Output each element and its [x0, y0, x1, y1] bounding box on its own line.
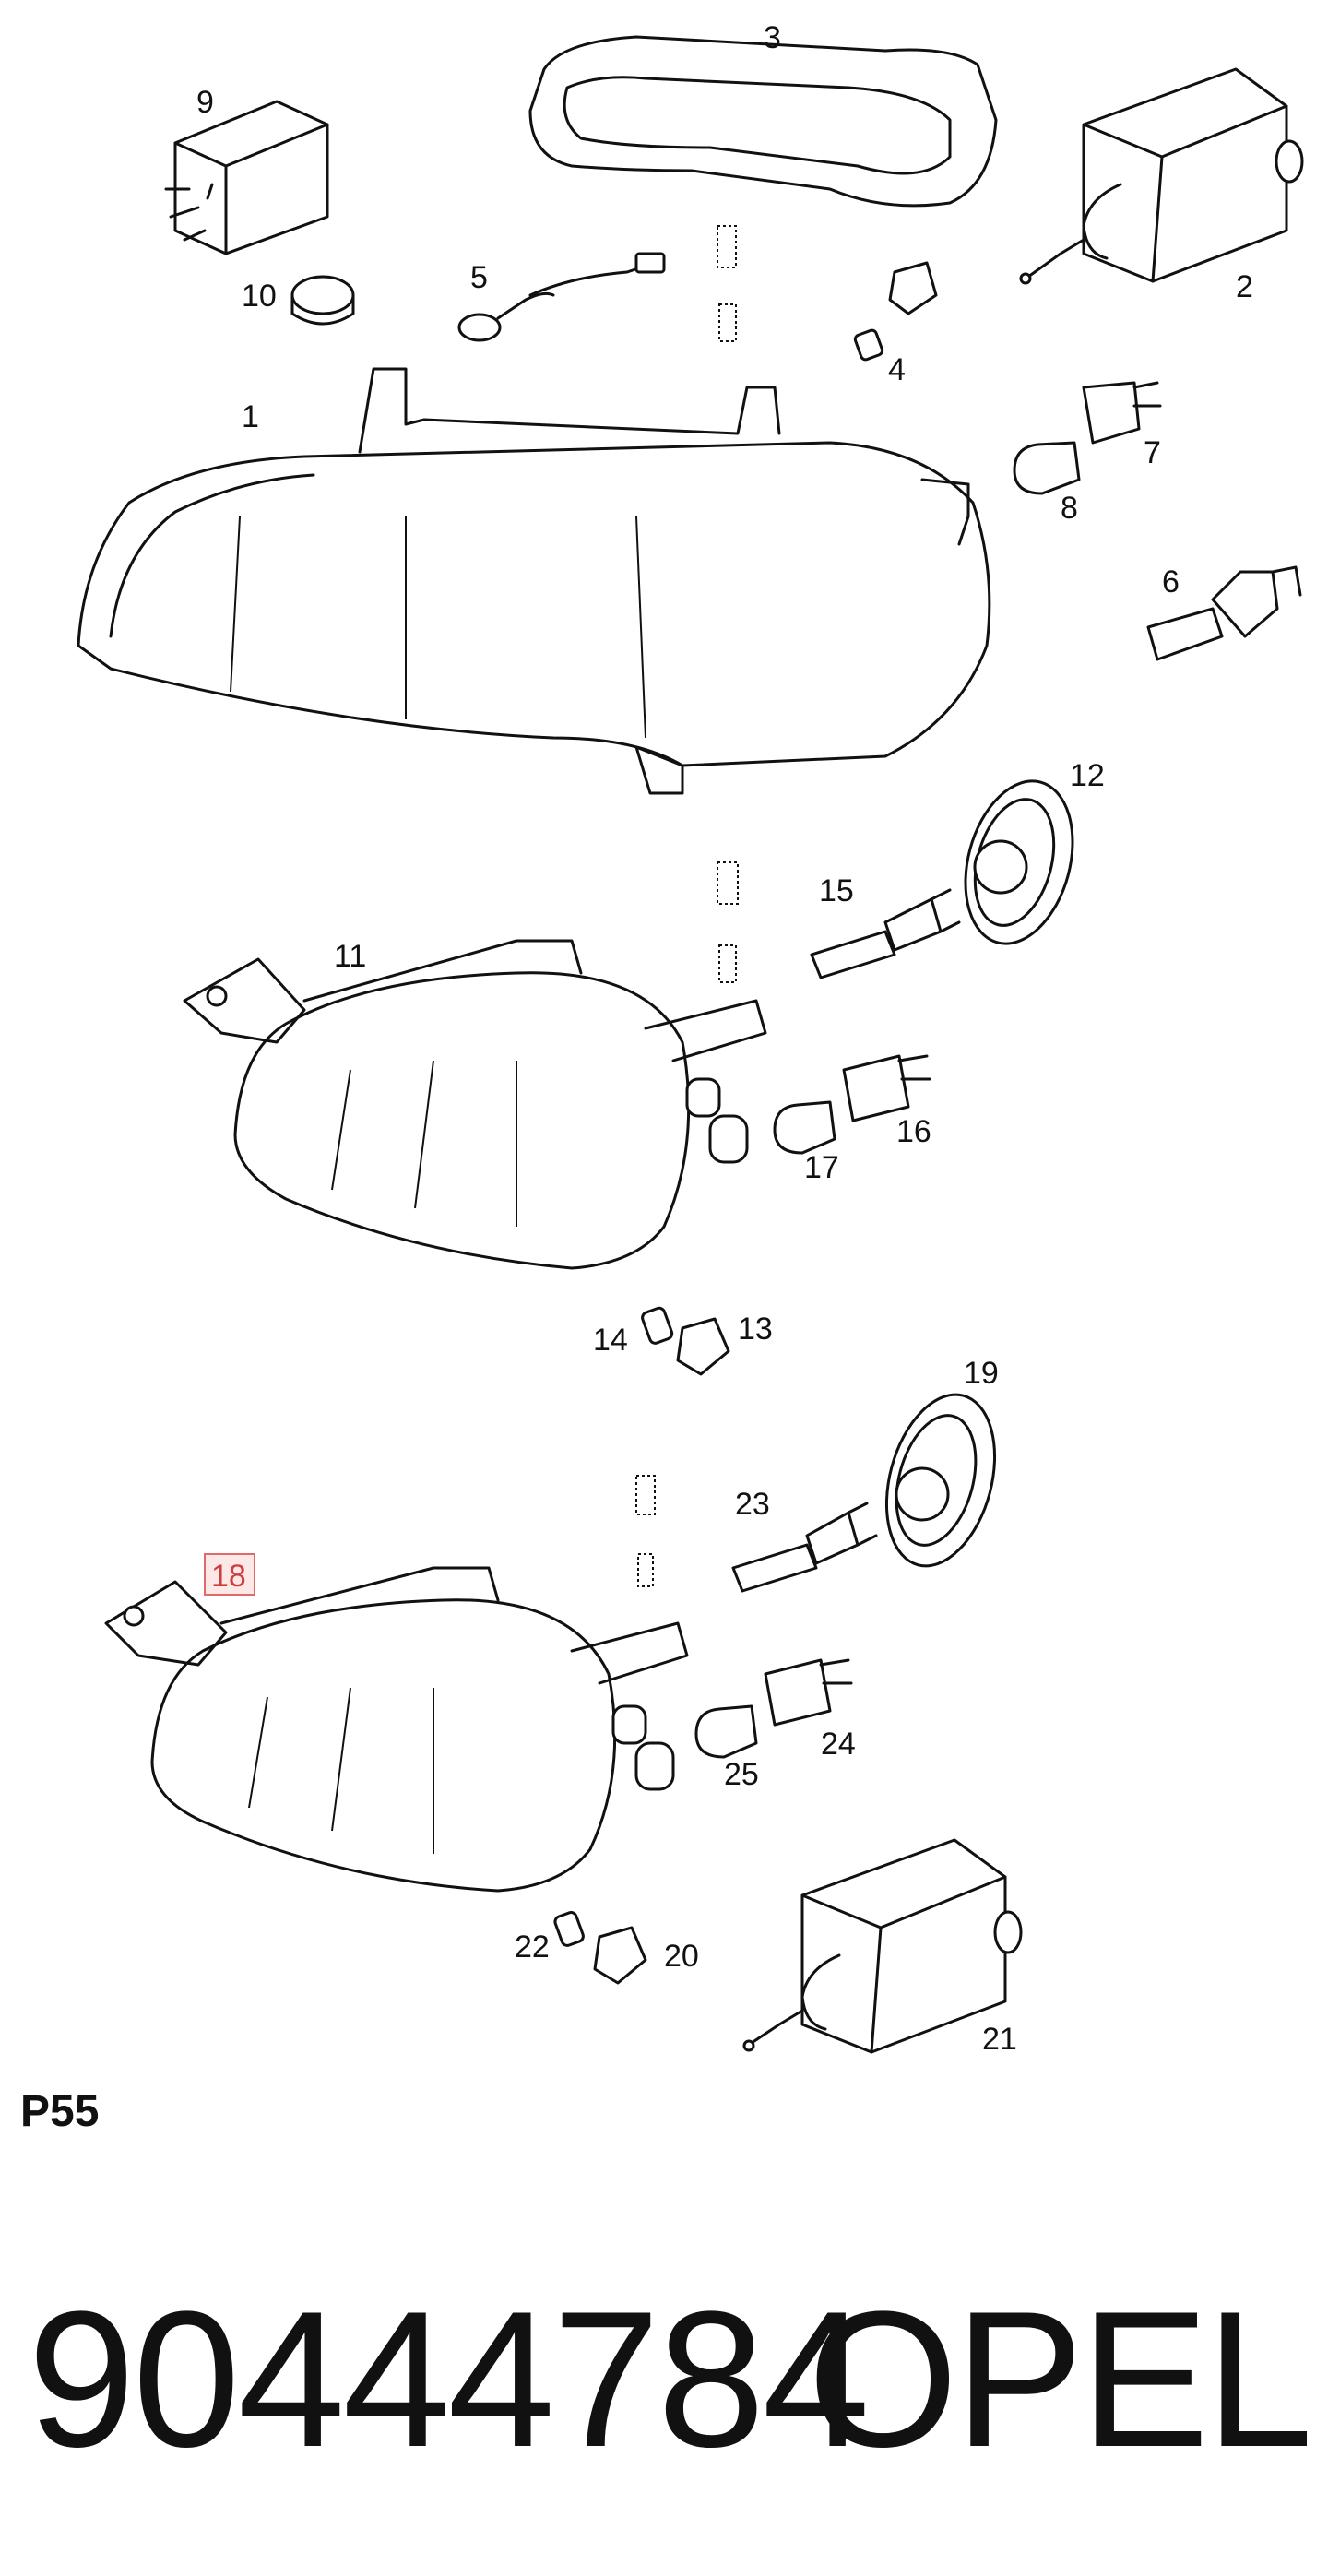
- headlamp-main-part[interactable]: [77, 367, 991, 795]
- headlamp-unit-b-part[interactable]: [104, 1566, 689, 1893]
- callout-10: 10: [242, 279, 277, 314]
- callout-13: 13: [738, 1312, 773, 1347]
- callout-25: 25: [724, 1757, 759, 1792]
- adjuster-motor-part[interactable]: [1019, 67, 1304, 285]
- lamp-boot-lower-part[interactable]: [869, 1383, 1012, 1578]
- bulb-holder-pair-a[interactable]: [641, 1306, 730, 1376]
- highlighted-callout-18[interactable]: 18: [204, 1553, 255, 1596]
- h7-bulb-part[interactable]: [810, 888, 961, 979]
- callout-24: 24: [821, 1727, 856, 1762]
- callout-8: 8: [1061, 491, 1078, 526]
- callout-23: 23: [735, 1487, 770, 1522]
- headlamp-unit-a-part[interactable]: [183, 939, 767, 1270]
- callout-20: 20: [664, 1939, 699, 1974]
- callout-14: 14: [593, 1323, 628, 1358]
- callout-11: 11: [334, 939, 366, 974]
- callout-3: 3: [764, 20, 781, 55]
- callout-16: 16: [896, 1114, 931, 1149]
- screw-set-middle[interactable]: [717, 861, 739, 983]
- screw-set-upper[interactable]: [717, 225, 737, 342]
- screw-set-lower[interactable]: [635, 1475, 656, 1587]
- diagram-code-label: P55: [20, 2087, 100, 2136]
- lamp-boot-part[interactable]: [949, 769, 1090, 956]
- exploded-parts-diagram: 1 2 3 4 5 6 7 8 9 10 11 12 13 14 15 16 1…: [77, 20, 1304, 2057]
- callout-21: 21: [982, 2022, 1017, 2057]
- relay-part[interactable]: [164, 100, 329, 255]
- callout-7: 7: [1144, 435, 1161, 470]
- h7-bulb-lower-part[interactable]: [731, 1502, 878, 1593]
- callout-5: 5: [470, 260, 488, 295]
- callout-2: 2: [1236, 269, 1253, 304]
- adjuster-motor-lower-part[interactable]: [742, 1838, 1023, 2054]
- bulb-with-wire-part[interactable]: [457, 252, 666, 342]
- brand-name: OPEL: [807, 2271, 1313, 2487]
- part-number: 90444784: [28, 2271, 870, 2487]
- callout-18: 18: [211, 1559, 246, 1594]
- bulb-holder-part[interactable]: [853, 261, 938, 362]
- socket-bulb-pair-upper[interactable]: [1013, 381, 1162, 495]
- callout-9: 9: [196, 85, 214, 120]
- callout-22: 22: [515, 1929, 550, 1965]
- socket-bulb-pair-lower[interactable]: [694, 1658, 853, 1759]
- socket-bulb-pair-middle[interactable]: [773, 1054, 931, 1155]
- callout-4: 4: [888, 352, 906, 387]
- callout-1: 1: [242, 399, 259, 434]
- cover-part[interactable]: [528, 35, 998, 208]
- halogen-bulb-part[interactable]: [1146, 565, 1302, 661]
- bulb-holder-pair-b[interactable]: [553, 1911, 647, 1985]
- callout-17: 17: [804, 1150, 839, 1185]
- cap-part[interactable]: [290, 275, 355, 326]
- callout-19: 19: [964, 1356, 999, 1391]
- callout-6: 6: [1162, 564, 1180, 599]
- callout-15: 15: [819, 873, 854, 908]
- callout-12: 12: [1070, 758, 1105, 793]
